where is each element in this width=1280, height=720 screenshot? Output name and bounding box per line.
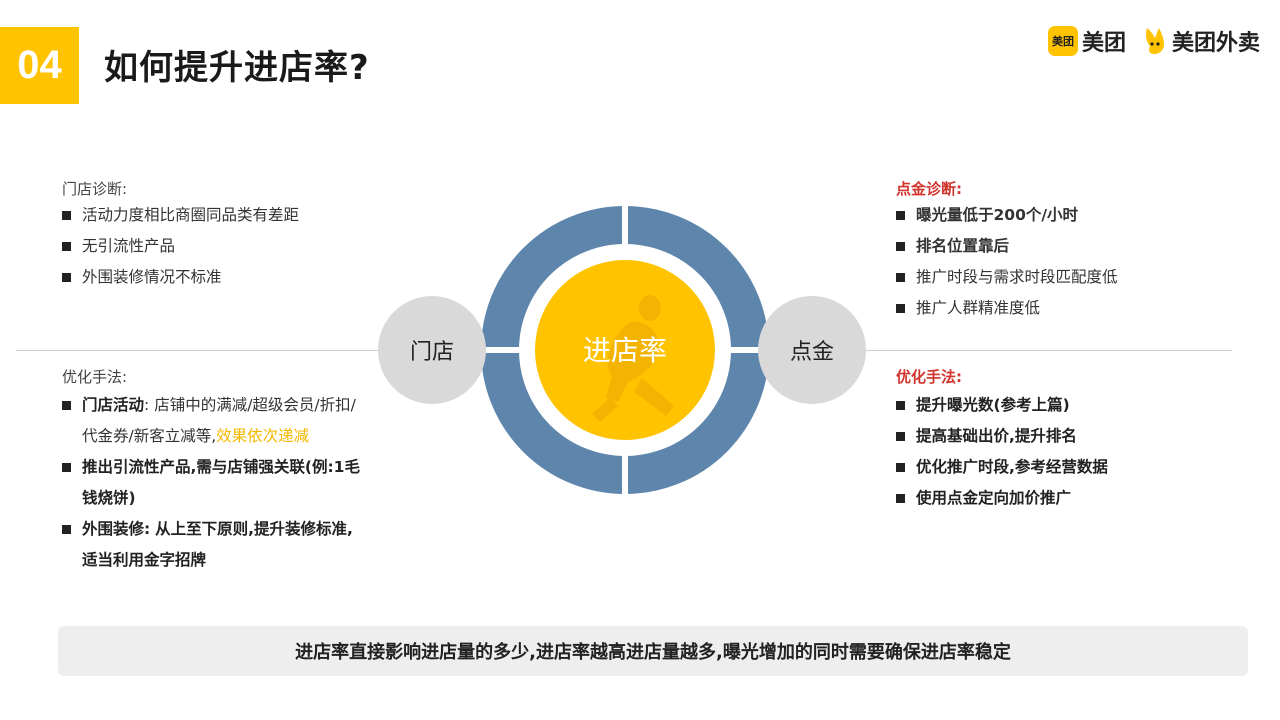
center-label: 进店率 [583,334,667,367]
section-number-badge: 04 [0,27,79,104]
page-title: 如何提升进店率? [104,48,370,88]
list-item: 外围装修: 从上至下原则,提升装修标准,适当利用金字招牌 [62,514,362,576]
store-optimize-list: 门店活动: 店铺中的满减/超级会员/折扣/代金券/新客立减等,效果依次递减 推出… [62,390,362,576]
summary-bar: 进店率直接影响进店量的多少,进店率越高进店量越多,曝光增加的同时需要确保进店率稳… [58,626,1248,676]
right-divider [860,350,1232,351]
list-item: 曝光量低于200个/小时 [896,200,1118,231]
store-node [378,296,486,404]
dianjin-optimize-title: 优化手法: [896,368,962,386]
meituan-logo-text: 美团 [1081,31,1126,56]
item-lead: 推出引流性产品,需与店铺强关联(例:1毛钱烧饼) [82,458,360,507]
list-item: 推出引流性产品,需与店铺强关联(例:1毛钱烧饼) [62,452,362,514]
dianjin-node [758,296,866,404]
list-item: 排名位置靠后 [896,231,1118,262]
list-item: 门店活动: 店铺中的满减/超级会员/折扣/代金券/新客立减等,效果依次递减 [62,390,362,452]
kangaroo-icon [1145,28,1164,54]
item-lead: 门店活动 [82,396,145,414]
list-item: 推广人群精准度低 [896,293,1118,324]
store-optimize-title: 优化手法: [62,368,128,386]
store-diagnosis-list: 活动力度相比商圈同品类有差距 无引流性产品 外围装修情况不标准 [62,200,299,293]
list-item: 活动力度相比商圈同品类有差距 [62,200,299,231]
blue-ring [475,200,775,500]
item-sep: : [144,520,151,538]
store-diagnosis-title: 门店诊断: [62,180,128,198]
list-item: 推广时段与需求时段匹配度低 [896,262,1118,293]
item-sep: : [144,396,150,414]
meituan-logo-mark: 美团 [1047,26,1078,56]
item-lead: 外围装修 [82,520,145,538]
meituan-waimai-logo-text: 美团外卖 [1171,31,1260,56]
dianjin-diagnosis-list: 曝光量低于200个/小时 排名位置靠后 推广时段与需求时段匹配度低 推广人群精准… [896,200,1118,324]
meituan-logo: 美团 美团 [1047,25,1126,57]
brand-logos: 美团 美团 美团外卖 [1047,24,1260,58]
entry-rate-diagram: 进店率 门店 点金 [378,200,866,500]
list-item: 外围装修情况不标准 [62,262,299,293]
list-item: 使用点金定向加价推广 [896,483,1108,514]
dianjin-diagnosis-title: 点金诊断: [896,180,962,198]
left-divider [16,350,386,351]
runner-figure-icon [592,295,674,422]
item-highlight: 效果依次递减 [216,427,310,445]
list-item: 提升曝光数(参考上篇) [896,390,1108,421]
store-node-label: 门店 [410,340,454,365]
list-item: 提高基础出价,提升排名 [896,421,1108,452]
dianjin-optimize-list: 提升曝光数(参考上篇) 提高基础出价,提升排名 优化推广时段,参考经营数据 使用… [896,390,1108,514]
item-text: 从上至下原则,提升装修标准,适当利用金字招牌 [82,520,353,569]
meituan-waimai-logo: 美团外卖 [1142,25,1260,57]
list-item: 优化推广时段,参考经营数据 [896,452,1108,483]
item-text: 店铺中的满减/超级会员/折扣/代金券/新客立减等, [82,396,356,445]
dianjin-node-label: 点金 [790,340,834,365]
list-item: 无引流性产品 [62,231,299,262]
